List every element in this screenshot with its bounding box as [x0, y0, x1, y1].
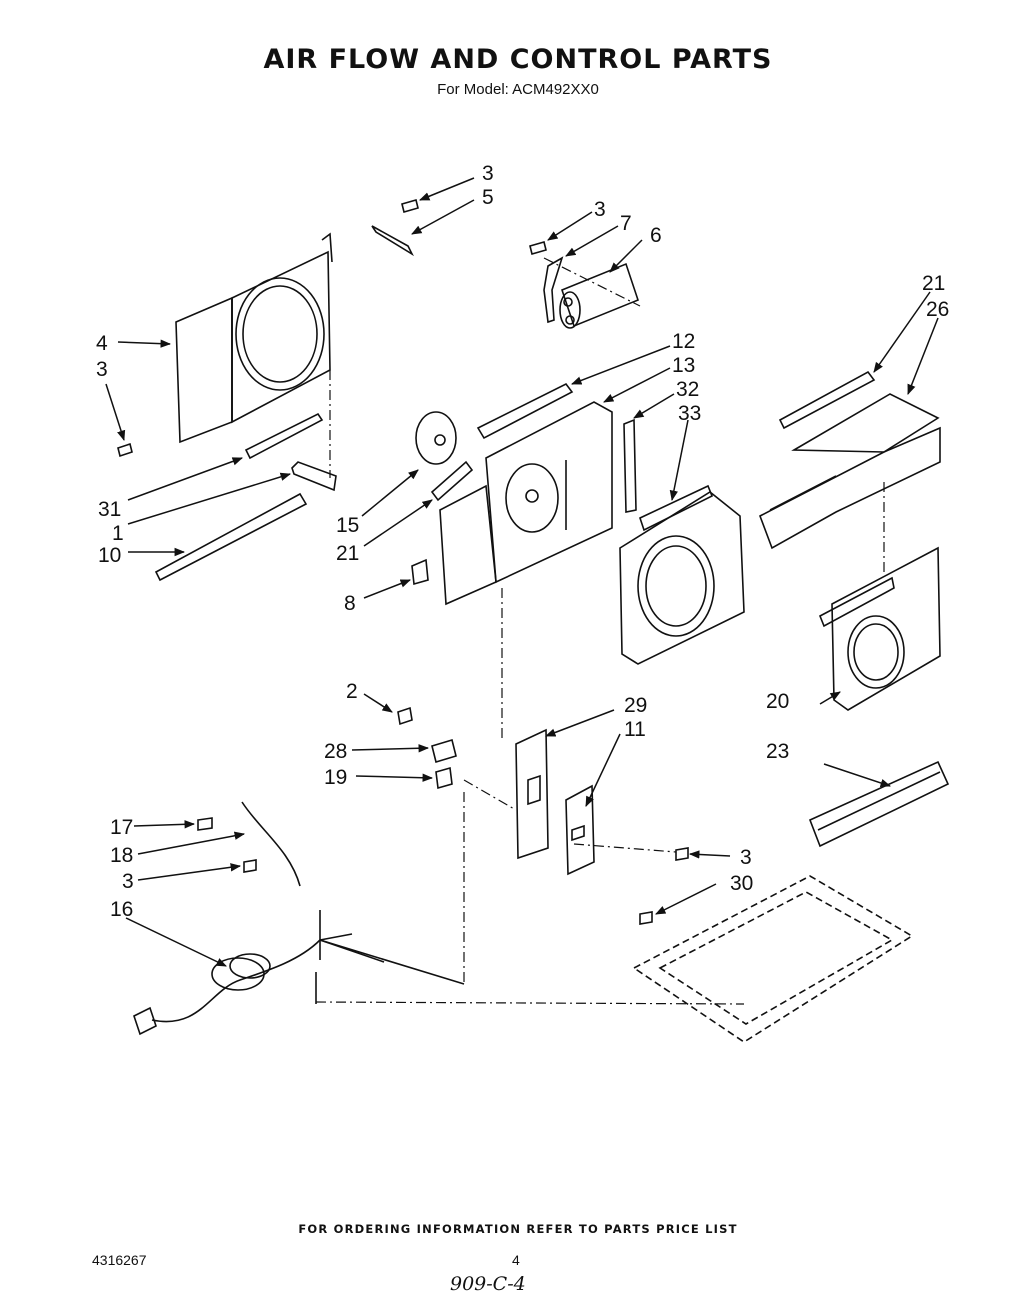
callout-10: 10 — [98, 544, 121, 567]
part-26-shroud — [759, 393, 941, 550]
part-16-cord — [133, 910, 385, 1036]
callout-4: 4 — [96, 332, 108, 355]
callout-13: 13 — [672, 354, 695, 377]
callout-3: 3 — [594, 198, 606, 221]
document-number: 4316267 — [92, 1252, 147, 1268]
callout-11: 11 — [624, 718, 646, 741]
callout-3: 3 — [740, 846, 752, 869]
callout-16: 16 — [110, 898, 133, 921]
model-subtitle: For Model: ACM492XX0 — [437, 81, 599, 98]
callout-29: 29 — [624, 694, 647, 717]
callout-21: 21 — [336, 542, 359, 565]
part-13-panel — [439, 401, 613, 606]
callout-3: 3 — [122, 870, 134, 893]
callout-28: 28 — [324, 740, 347, 763]
part-12-strip — [476, 382, 574, 440]
part-5-bracket — [371, 225, 414, 257]
page-title: AIR FLOW AND CONTROL PARTS — [263, 44, 773, 75]
callout-17: 17 — [110, 816, 133, 839]
callout-23: 23 — [766, 740, 789, 763]
callout-3: 3 — [482, 162, 494, 185]
part-31-strip — [244, 412, 324, 460]
callout-1: 1 — [112, 522, 124, 545]
callout-8: 8 — [344, 592, 356, 615]
part-7-strap — [543, 256, 564, 324]
callout-2: 2 — [346, 680, 358, 703]
part-1-bracket — [291, 461, 337, 492]
part-28-switch — [431, 738, 457, 764]
page-number: 4 — [512, 1252, 520, 1268]
ordering-note: FOR ORDERING INFORMATION REFER TO PARTS … — [298, 1222, 738, 1236]
part-8-clip — [411, 558, 429, 586]
callout-6: 6 — [650, 224, 662, 247]
part-15-hub — [415, 411, 457, 465]
callout-20: 20 — [766, 690, 789, 713]
callout-labels: 3 5 3 7 6 4 3 12 13 32 33 21 26 31 1 10 … — [96, 162, 949, 921]
callout-31: 31 — [98, 498, 121, 521]
alignment-lines — [315, 257, 885, 1005]
handwritten-note: 909-C-4 — [450, 1273, 526, 1295]
screw-group — [117, 199, 689, 925]
part-20-panel — [818, 546, 941, 711]
part-18-wire — [241, 801, 301, 887]
callout-5: 5 — [482, 186, 494, 209]
part-19-switch — [435, 766, 453, 790]
callout-30: 30 — [730, 872, 753, 895]
callout-18: 18 — [110, 844, 133, 867]
part-10-strip — [154, 492, 308, 582]
part-33-scroll — [619, 484, 745, 665]
callout-15: 15 — [336, 514, 359, 537]
part-23-tray — [808, 760, 950, 848]
callout-19: 19 — [324, 766, 347, 789]
part-11-plate — [565, 784, 595, 876]
part-32-strip — [623, 418, 637, 513]
part-6-capacitor — [559, 262, 639, 329]
callout-21: 21 — [922, 272, 945, 295]
callout-26: 26 — [926, 298, 949, 321]
part-2-knob — [397, 706, 413, 726]
callout-33: 33 — [678, 402, 701, 425]
part-4-panel — [175, 232, 333, 444]
callout-32: 32 — [676, 378, 699, 401]
part-21-gasket-right — [778, 370, 876, 430]
callout-7: 7 — [620, 212, 632, 235]
part-30-base — [632, 875, 914, 1043]
part-21-gasket — [430, 460, 474, 502]
callout-12: 12 — [672, 330, 695, 353]
part-29-bracket — [515, 728, 549, 860]
callout-3: 3 — [96, 358, 108, 381]
